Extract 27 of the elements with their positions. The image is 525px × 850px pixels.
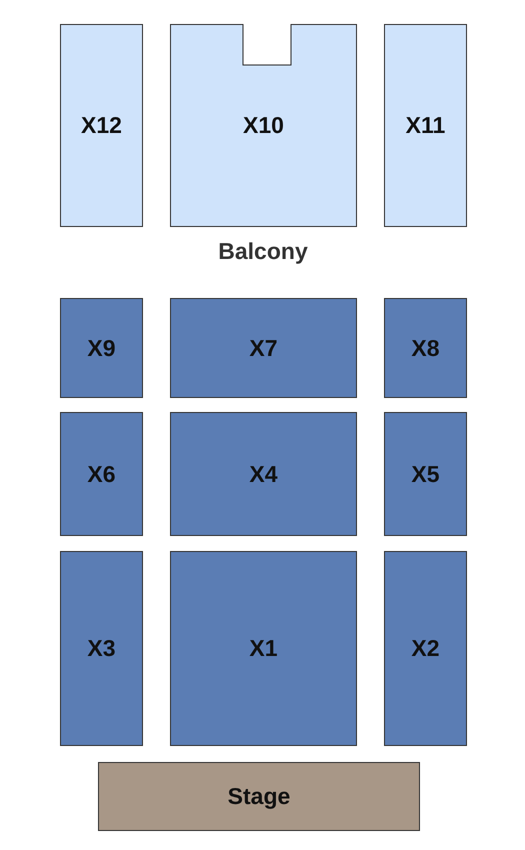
section-label: X10 — [243, 112, 284, 139]
seating-section — [60, 24, 143, 227]
section-label: X3 — [87, 635, 116, 662]
seating-section — [60, 298, 143, 398]
area-label: Balcony — [218, 238, 308, 265]
seating-section — [170, 412, 357, 536]
section-label: X11 — [406, 112, 446, 139]
section-label: X9 — [87, 334, 116, 362]
seating-section — [384, 24, 467, 227]
seating-section — [170, 24, 357, 227]
section-label: X2 — [411, 635, 440, 662]
seating-section — [384, 551, 467, 746]
section-label: X6 — [87, 460, 116, 488]
seating-section — [60, 412, 143, 536]
section-label: Stage — [228, 783, 290, 810]
section-label: X7 — [249, 334, 278, 362]
stage-area — [98, 762, 420, 831]
seating-section — [384, 298, 467, 398]
seating-section — [170, 298, 357, 398]
seating-section — [384, 412, 467, 536]
section-label: X8 — [411, 334, 440, 362]
seating-section — [170, 551, 357, 746]
section-label: X5 — [411, 460, 440, 488]
seating-section — [60, 551, 143, 746]
section-label: X12 — [81, 112, 122, 139]
section-label: X4 — [249, 460, 278, 488]
section-label: X1 — [249, 635, 278, 662]
